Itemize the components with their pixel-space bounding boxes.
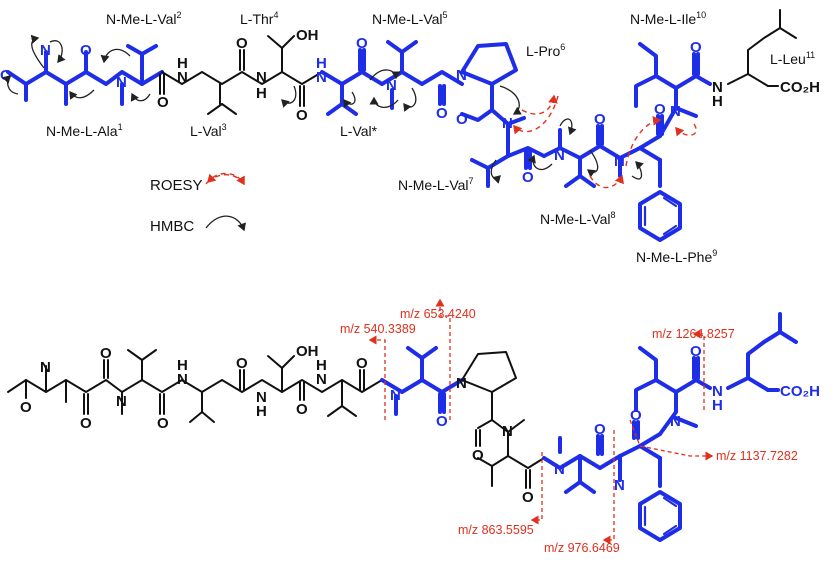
residue-label-1: N-Me-L-Ala1: [46, 122, 123, 139]
atom-o: O: [436, 105, 448, 122]
atom-o: O: [296, 401, 308, 418]
atom-h: H: [712, 93, 723, 110]
atom-n: N: [502, 423, 513, 440]
atom-n: N: [177, 371, 188, 388]
atom-o: O: [472, 447, 484, 464]
atom-h: H: [177, 357, 188, 374]
legend: ROESY HMBC: [150, 172, 246, 235]
atom-oh: OH: [296, 343, 319, 360]
atom-oh: OH: [296, 27, 319, 44]
atom-o: O: [436, 413, 448, 430]
atom-n: N: [390, 387, 401, 404]
atom-o: O: [594, 111, 606, 128]
legend-hmbc-label: HMBC: [150, 218, 194, 235]
bottom-structure: [7, 312, 798, 542]
atom-n: N: [614, 153, 625, 170]
atom-n: N: [456, 375, 467, 392]
atom-o: O: [0, 67, 12, 84]
atom-co2h: CO₂H: [780, 79, 820, 96]
atom-o: O: [630, 407, 642, 424]
atom-o: O: [594, 421, 606, 438]
atom-o: O: [654, 101, 666, 118]
roesy-correlations: [513, 94, 697, 189]
atom-h: H: [256, 403, 267, 420]
atom-o: O: [690, 343, 702, 360]
fragment-653: m/z 653.4240: [400, 307, 476, 321]
atom-n: N: [554, 461, 565, 478]
atom-o: O: [456, 111, 468, 128]
atom-o: O: [80, 42, 92, 59]
atom-n: N: [256, 389, 267, 406]
residue-label-7: N-Me-L-Val7: [398, 176, 474, 193]
bottom-atom-labels: N O O O N O N H O N H OH O N H O N O N O…: [20, 343, 820, 506]
atom-n: N: [670, 413, 681, 430]
atom-n: N: [456, 67, 467, 84]
atom-n: N: [116, 74, 127, 91]
atom-n: N: [316, 371, 327, 388]
atom-o: O: [522, 489, 534, 506]
residue-label-10: N-Me-L-Ile10: [630, 10, 706, 27]
fragment-1264: m/z 1264.8257: [652, 327, 735, 341]
fragment-863: m/z 863.5595: [458, 523, 534, 537]
atom-h: H: [316, 357, 327, 374]
residue-label-11: L-Leu11: [770, 50, 815, 67]
residue-label-4: L-Thr4: [240, 10, 278, 27]
atom-n: N: [256, 69, 267, 86]
atom-n: N: [554, 147, 565, 164]
atom-h: H: [712, 397, 723, 414]
atom-n: N: [670, 103, 681, 120]
atom-o: O: [236, 35, 248, 52]
atom-n: N: [614, 477, 625, 494]
legend-hmbc-arrow: [205, 215, 246, 232]
top-structure: [6, 9, 797, 242]
top-atom-labels: N O O N O N H O N H OH O N H O N O N O N…: [0, 27, 820, 186]
atom-n: N: [712, 383, 723, 400]
atom-co2h: CO₂H: [780, 383, 820, 400]
legend-roesy-label: ROESY: [150, 177, 203, 194]
ms-fragments: m/z 540.3389 m/z 653.4240 m/z 1264.8257 …: [340, 298, 798, 555]
atom-o: O: [690, 39, 702, 56]
residue-label-9: N-Me-L-Phe9: [636, 248, 717, 265]
atom-n: N: [116, 393, 127, 410]
atom-o: O: [236, 355, 248, 372]
atom-n: N: [502, 115, 513, 132]
fragment-540: m/z 540.3389: [340, 322, 416, 336]
atom-n: N: [712, 79, 723, 96]
atom-o: O: [296, 107, 308, 124]
atom-h: H: [316, 55, 327, 72]
fragment-1137: m/z 1137.7282: [716, 449, 798, 463]
atom-o: O: [157, 415, 169, 432]
atom-o: O: [20, 399, 32, 416]
residue-label-2: N-Me-L-Val2: [106, 10, 182, 27]
residue-label-6: L-Pro6: [526, 42, 565, 59]
atom-o: O: [80, 415, 92, 432]
atom-o: O: [157, 94, 169, 111]
atom-n: N: [40, 359, 51, 376]
atom-n: N: [40, 42, 51, 59]
atom-n: N: [177, 69, 188, 86]
fragment-976: m/z 976.6469: [544, 541, 620, 555]
residue-labels: N-Me-L-Val2 L-Thr4 N-Me-L-Val5 N-Me-L-Il…: [46, 10, 815, 265]
residue-label-3: L-Val3: [190, 122, 227, 139]
atom-o: O: [522, 169, 534, 186]
atom-o: O: [100, 345, 112, 362]
atom-n: N: [386, 77, 397, 94]
atom-o: O: [356, 355, 368, 372]
atom-h: H: [256, 85, 267, 102]
atom-h: H: [177, 55, 188, 72]
atom-n: N: [316, 69, 327, 86]
residue-label-5: N-Me-L-Val5: [372, 10, 448, 27]
hmbc-correlations: [2, 34, 644, 184]
residue-label-star: L-Val*: [340, 123, 378, 139]
atom-o: O: [356, 35, 368, 52]
residue-label-8: N-Me-L-Val8: [540, 210, 616, 227]
